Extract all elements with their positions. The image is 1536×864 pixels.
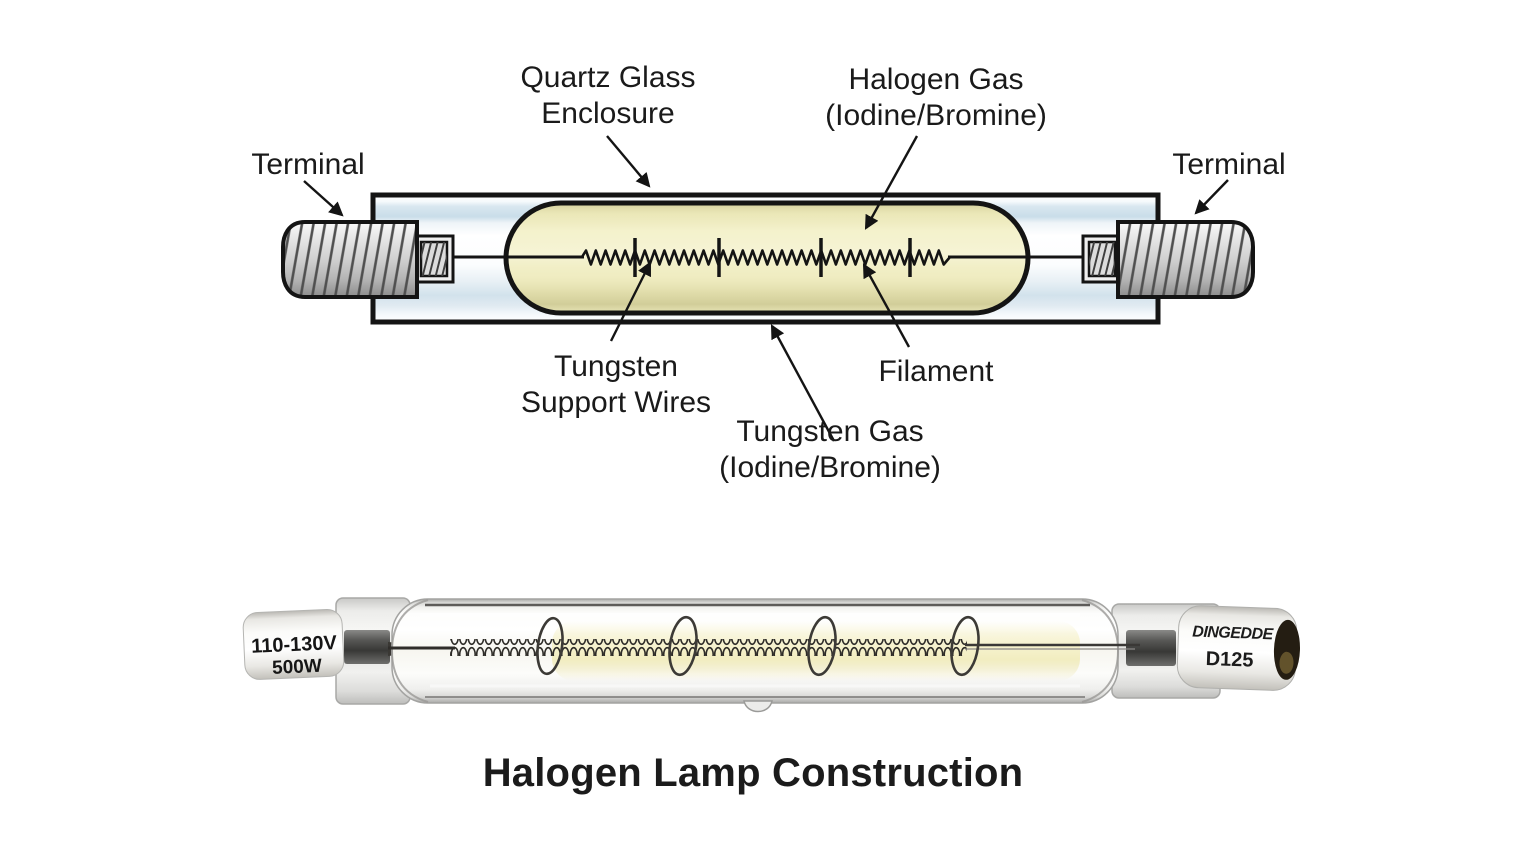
label-quartz-glass-enclosure: Quartz Glass Enclosure: [520, 60, 695, 132]
photo-support-rings: [536, 615, 980, 677]
arrow-terminal-left: [303, 180, 344, 217]
photo-left-foil: [344, 630, 390, 664]
photo-exhaust-tip: [743, 700, 773, 713]
photo-right-cap: DINGEDDE D125: [1176, 605, 1301, 691]
terminal-right-contact: [1081, 234, 1123, 284]
label-terminal-left: Terminal: [251, 147, 364, 183]
photo-right-foil: [1126, 630, 1176, 666]
label-line: Quartz Glass: [520, 61, 696, 94]
label-line: Tungsten Gas: [736, 415, 924, 448]
label-line: (Iodine/Bromine): [719, 451, 941, 484]
photo-wattage-text: 500W: [272, 656, 323, 679]
arrow-terminal-right: [1194, 179, 1229, 215]
label-line: Terminal: [251, 148, 365, 181]
arrow-quartz-glass: [606, 135, 651, 188]
terminal-left-contact: [413, 234, 455, 284]
label-line: Terminal: [1172, 148, 1286, 181]
arrow-filament: [862, 263, 911, 348]
label-halogen-gas: Halogen Gas (Iodine/Bromine): [825, 62, 1047, 134]
label-tungsten-support-wires: Tungsten Support Wires: [521, 349, 711, 421]
label-line: Enclosure: [541, 97, 675, 130]
arrow-tungsten-gas: [770, 324, 836, 442]
page-title: Halogen Lamp Construction: [482, 751, 1024, 795]
arrow-halogen-gas: [864, 135, 919, 230]
label-line: Support Wires: [520, 386, 712, 419]
label-tungsten-gas: Tungsten Gas (Iodine/Bromine): [719, 414, 941, 486]
annotation-arrows: [303, 135, 1229, 442]
tungsten-support-wires: [633, 238, 912, 277]
label-line: (Iodine/Bromine): [825, 99, 1047, 132]
terminal-right: [1116, 220, 1255, 299]
photo-tube-edges: [390, 599, 1120, 703]
photo-cap-contact-glint: [1279, 651, 1294, 674]
schematic-lamp: [281, 135, 1255, 442]
photo-lamp: 110-130V 500W DINGEDDE D125: [242, 597, 1301, 713]
terminal-left: [281, 220, 419, 299]
label-filament: Filament: [878, 354, 993, 390]
label-line: Halogen Gas: [848, 63, 1024, 96]
photo-left-cap: 110-130V 500W: [242, 608, 345, 680]
photo-voltage-text: 110-130V: [251, 632, 338, 658]
photo-filament-coil: [450, 639, 967, 656]
arrow-support-wires: [609, 261, 652, 342]
photo-model-text: D125: [1205, 648, 1254, 672]
photo-brand-text: DINGEDDE: [1192, 624, 1275, 644]
label-line: Filament: [878, 355, 994, 388]
filament-coil: [580, 249, 951, 266]
label-terminal-right: Terminal: [1172, 147, 1285, 183]
label-line: Tungsten: [554, 350, 678, 383]
